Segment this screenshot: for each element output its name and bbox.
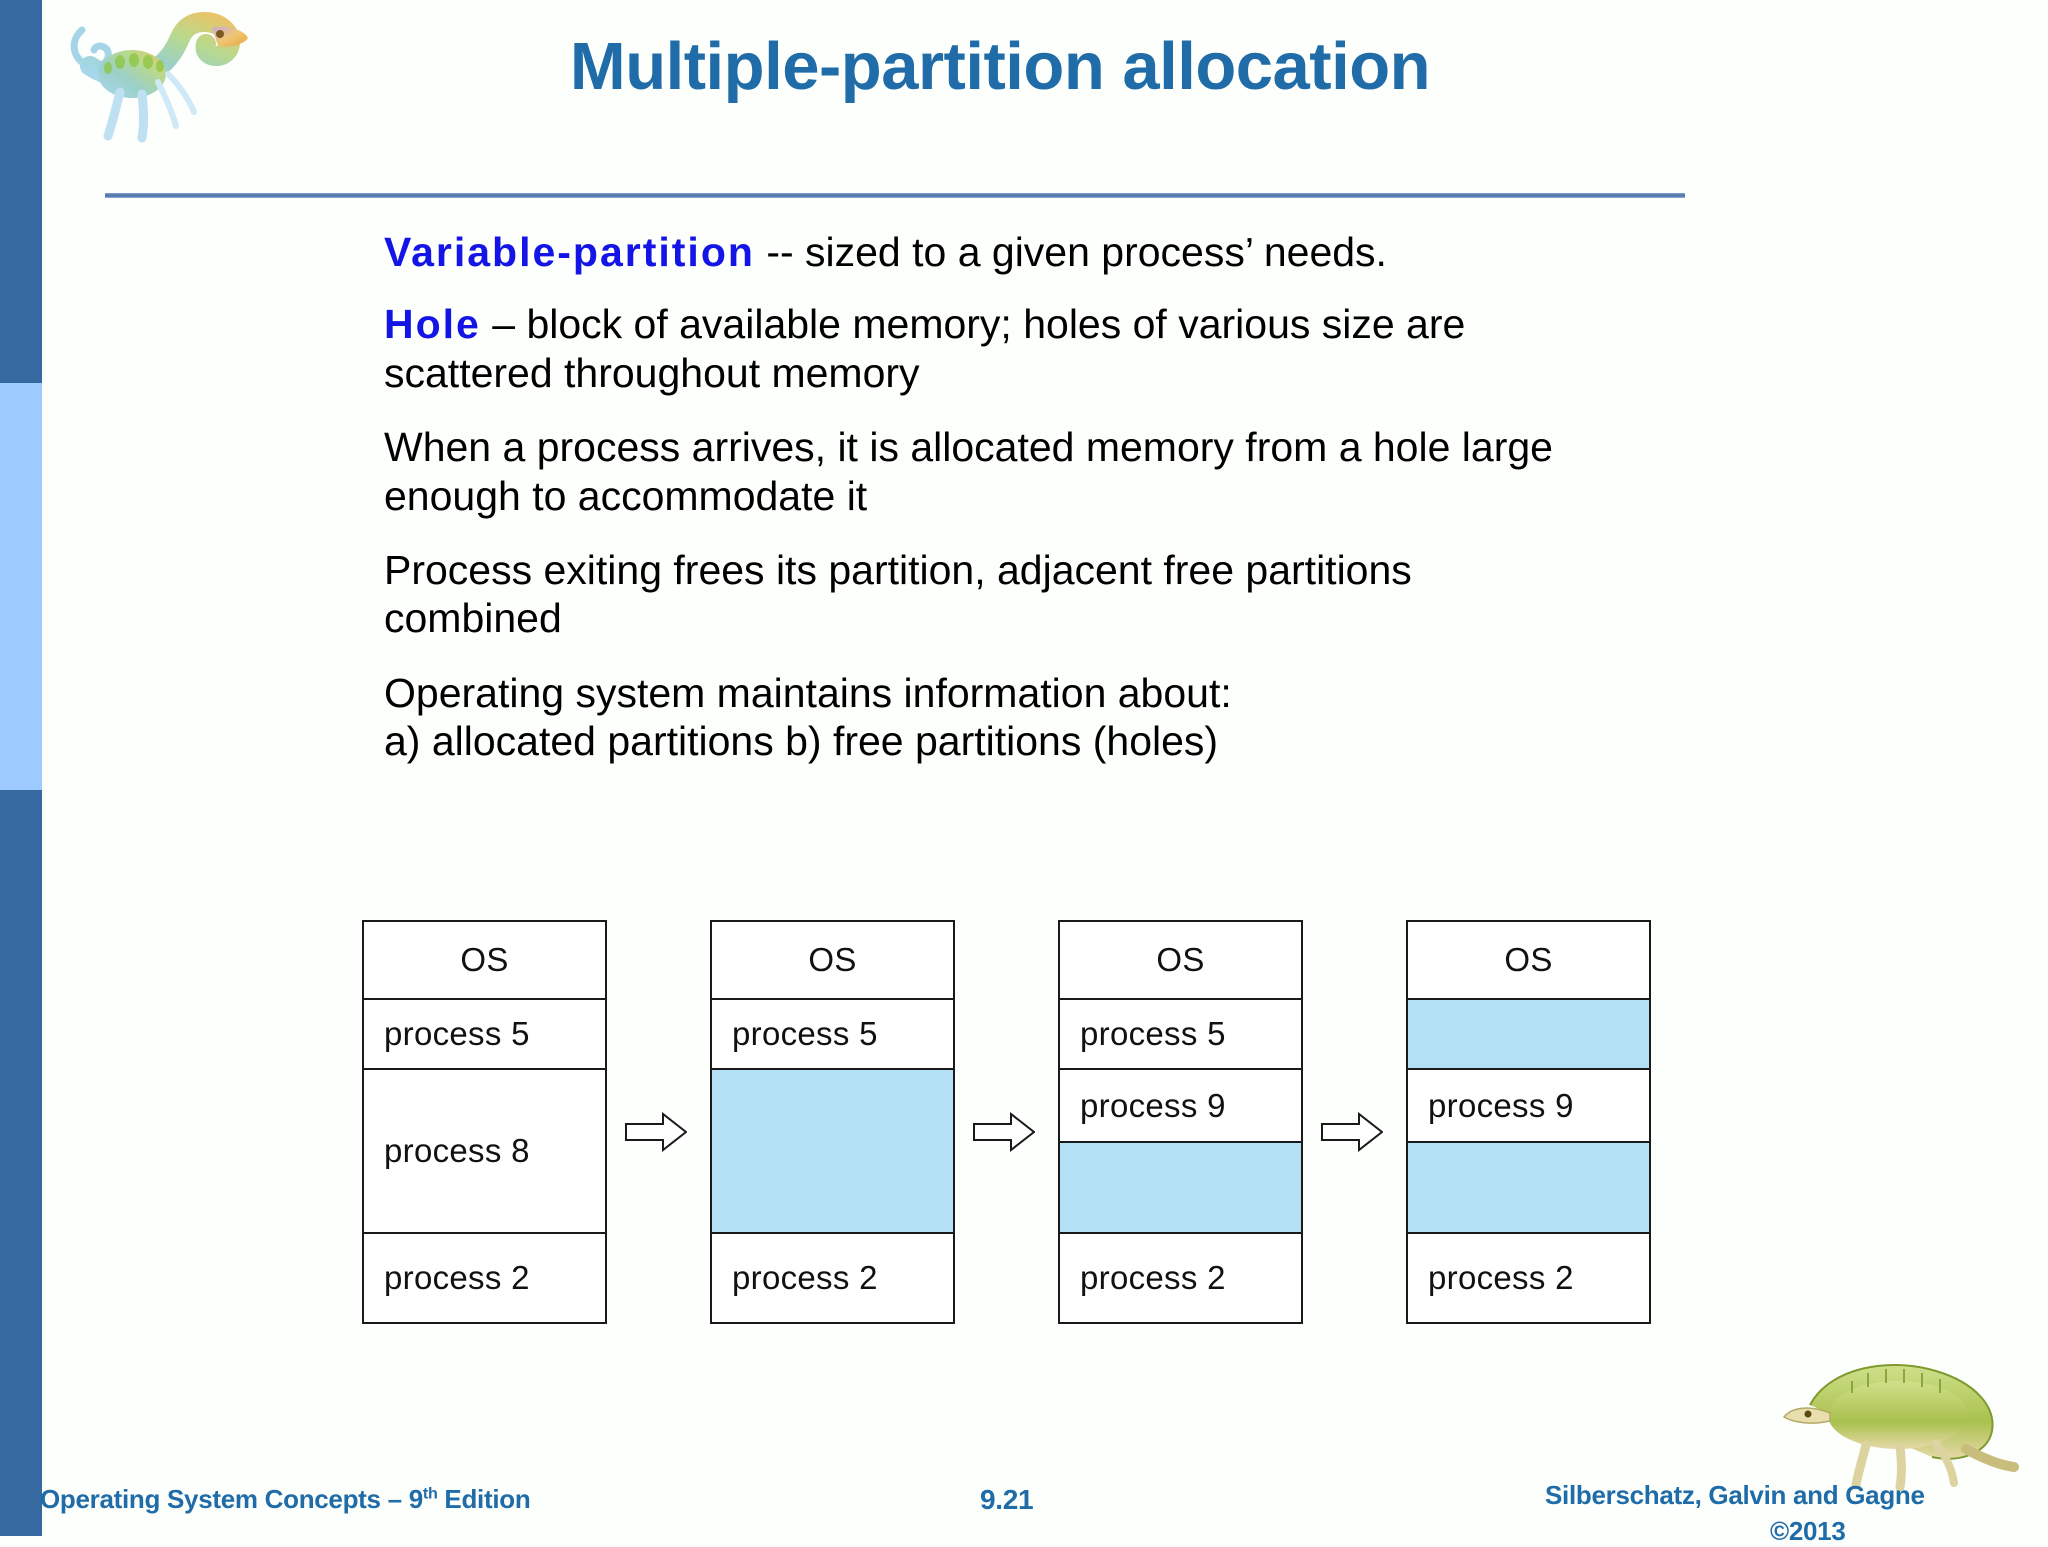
keyword-hole: Hole xyxy=(384,301,481,348)
footer-copyright: ©2013 xyxy=(1770,1516,1846,1546)
bullet-hole: Hole – block of available memory; holes … xyxy=(384,300,1844,397)
memory-cell-hole xyxy=(1408,1143,1649,1234)
left-decorative-rail xyxy=(0,0,42,1536)
memory-cell-process-2: process 2 xyxy=(364,1234,605,1322)
bullet-2-line2: scattered throughout memory xyxy=(384,349,920,396)
memory-cell-os: OS xyxy=(364,922,605,1000)
memory-cell-process-5: process 5 xyxy=(364,1000,605,1070)
memory-cell-os: OS xyxy=(712,922,953,1000)
memory-cell-process-5: process 5 xyxy=(1060,1000,1301,1070)
dinosaur-logo-bottom-icon xyxy=(1782,1364,2019,1492)
bullet-5-text: Operating system maintains information a… xyxy=(384,669,1232,716)
memory-cell-os: OS xyxy=(1408,922,1649,1000)
arrow-2-right-icon xyxy=(973,1112,1035,1152)
memory-cell-hole xyxy=(1060,1143,1301,1234)
arrow-3-right-icon xyxy=(1321,1112,1383,1152)
bullet-1-text: -- sized to a given process’ needs. xyxy=(754,229,1387,275)
memory-cell-hole xyxy=(712,1070,953,1234)
footer-slide-number: 9.21 xyxy=(980,1484,1034,1515)
memory-cell-process-9: process 9 xyxy=(1408,1070,1649,1143)
memory-cell-process-8: process 8 xyxy=(364,1070,605,1234)
keyword-variable-partition: Variable-partition xyxy=(384,229,755,275)
rail-gap xyxy=(42,0,55,1536)
bullet-5-line2: a) allocated partitions b) free partitio… xyxy=(384,718,1219,764)
memory-cell-process-2: process 2 xyxy=(1060,1234,1301,1322)
dinosaur-logo-icon xyxy=(70,12,248,143)
memory-cell-process-9: process 9 xyxy=(1060,1070,1301,1143)
title-divider xyxy=(105,193,1685,198)
bullet-process-exiting: Process exiting frees its partition, adj… xyxy=(384,546,1844,643)
bullet-os-maintains: Operating system maintains information a… xyxy=(384,669,1844,766)
slide-body: Variable-partition -- sized to a given p… xyxy=(384,228,1844,791)
rail-band-dark-top xyxy=(0,0,42,383)
rail-band-dark-bottom xyxy=(0,790,42,1536)
bullet-process-arrives: When a process arrives, it is allocated … xyxy=(384,423,1844,520)
page-title: Multiple-partition allocation xyxy=(569,29,1431,104)
bullet-3-line2: enough to accommodate it xyxy=(384,472,868,519)
bullet-2-text: – block of available memory; holes of va… xyxy=(480,301,1466,348)
memory-cell-process-5: process 5 xyxy=(712,1000,953,1070)
footer-left-tail: Edition xyxy=(437,1484,531,1514)
memory-column-4: OS process 9 process 2 xyxy=(1406,920,1651,1324)
footer-authors: Silberschatz, Galvin and Gagne xyxy=(1545,1480,1925,1510)
footer-left: Operating System Concepts – 9th Edition xyxy=(40,1484,531,1515)
bullet-3-text: When a process arrives, it is allocated … xyxy=(384,424,1553,471)
slide-footer: Operating System Concepts – 9th Edition … xyxy=(0,1474,2048,1546)
memory-cell-hole xyxy=(1408,1000,1649,1070)
rail-band-light-middle xyxy=(0,383,42,790)
memory-cell-os: OS xyxy=(1060,922,1301,1000)
bullet-4-text: Process exiting frees its partition, adj… xyxy=(384,546,1412,593)
footer-left-text: Operating System Concepts – 9 xyxy=(40,1484,423,1514)
arrow-1-right-icon xyxy=(625,1112,687,1152)
bullet-variable-partition: Variable-partition -- sized to a given p… xyxy=(384,228,1844,276)
footer-left-sup: th xyxy=(422,1484,438,1503)
memory-cell-process-2: process 2 xyxy=(712,1234,953,1322)
bullet-4-line2: combined xyxy=(384,595,562,642)
memory-cell-process-2: process 2 xyxy=(1408,1234,1649,1322)
